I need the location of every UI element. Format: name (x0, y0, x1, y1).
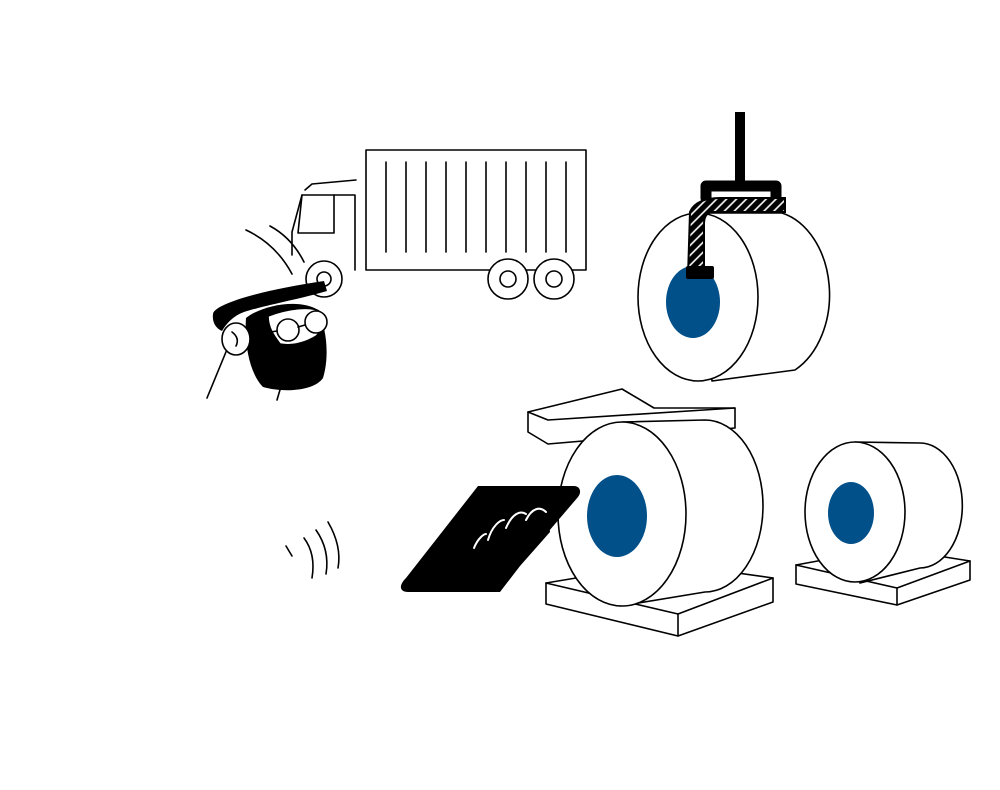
paper-roll-icon (804, 441, 964, 584)
signal-waves-icon (285, 521, 340, 579)
tablet-icon (400, 486, 581, 592)
truck-icon (245, 149, 587, 300)
worker-icon (206, 281, 328, 401)
paper-roll-icon (557, 419, 764, 607)
crane-jaw-icon (686, 197, 786, 279)
crane-clamp-icon (700, 112, 782, 204)
paper-roll-icon (637, 212, 831, 382)
